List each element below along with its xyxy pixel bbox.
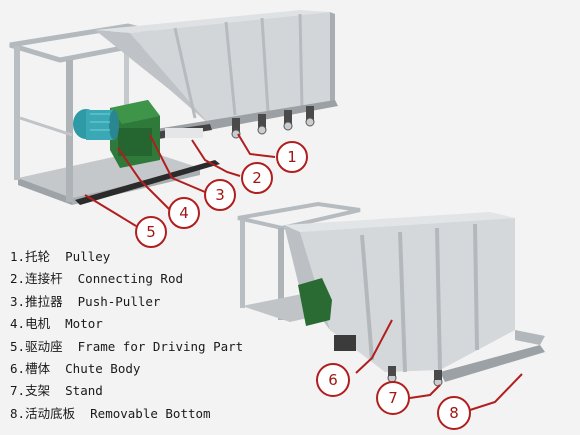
parts-legend: 1.托轮 Pulley 2.连接杆 Connecting Rod 3.推拉器 P…	[10, 246, 280, 425]
callout-2: 2	[241, 162, 273, 194]
legend-number: 1.	[10, 249, 26, 264]
callout-1: 1	[276, 141, 308, 173]
callout-4: 4	[168, 197, 200, 229]
callout-number: 3	[215, 186, 225, 204]
legend-item-drive-frame: 5.驱动座 Frame for Driving Part	[10, 336, 280, 358]
legend-number: 5.	[10, 338, 26, 354]
legend-cn: 槽体	[25, 361, 51, 377]
legend-en: Stand	[65, 383, 103, 399]
frame-post	[66, 60, 73, 202]
legend-en: Removable Bottom	[90, 405, 211, 421]
legend-item-stand: 7.支架 Stand	[10, 380, 280, 402]
callout-5: 5	[135, 216, 167, 248]
legend-number: 2.	[10, 271, 26, 287]
callout-6: 6	[316, 363, 350, 397]
callout-3: 3	[204, 179, 236, 211]
stand-post	[278, 228, 284, 320]
legend-item-chute-body: 6.槽体 Chute Body	[10, 358, 280, 380]
stand-frame-top	[237, 201, 361, 231]
upper-machine	[9, 10, 338, 205]
rail-bar	[75, 160, 220, 205]
legend-number: 8.	[10, 405, 26, 421]
legend-number: 4.	[10, 316, 26, 332]
frame-post	[124, 28, 129, 138]
stand-post	[240, 220, 245, 308]
callout-number: 1	[287, 148, 297, 166]
chute-top-rim	[95, 10, 330, 33]
callout-number: 5	[146, 223, 156, 241]
legend-cn: 支架	[25, 383, 51, 399]
legend-cn: 连接杆	[25, 271, 63, 287]
legend-number: 3.	[10, 293, 26, 309]
chute-rim	[284, 212, 515, 232]
chute-body-lower	[300, 218, 515, 372]
legend-item-removable-bottom: 8.活动底板 Removable Bottom	[10, 403, 280, 425]
legend-item-connecting-rod: 2.连接杆 Connecting Rod	[10, 268, 280, 290]
pulley-group	[231, 106, 315, 139]
legend-number: 7.	[10, 383, 26, 399]
callout-number: 4	[179, 204, 189, 222]
legend-number: 6.	[10, 361, 26, 377]
legend-en: Pulley	[65, 249, 111, 264]
callout-7: 7	[376, 381, 410, 415]
legend-cn: 推拉器	[25, 293, 63, 309]
frame-post	[14, 46, 20, 180]
lower-machine	[237, 201, 545, 387]
callout-number: 6	[328, 371, 338, 389]
callout-number: 7	[388, 389, 398, 407]
drive-frame-base	[18, 150, 200, 198]
callout-number: 2	[252, 169, 262, 187]
removable-bottom	[440, 345, 545, 382]
legend-en: Connecting Rod	[77, 271, 183, 287]
callout-leaders	[84, 133, 523, 411]
motor	[73, 109, 119, 140]
legend-cn: 托轮	[25, 249, 51, 264]
legend-en: Motor	[65, 316, 103, 332]
legend-item-push-puller: 3.推拉器 Push-Puller	[10, 291, 280, 313]
legend-cn: 驱动座	[25, 338, 63, 354]
legend-cn: 电机	[25, 316, 51, 332]
legend-cn: 活动底板	[25, 405, 76, 421]
legend-item-motor: 4.电机 Motor	[10, 313, 280, 335]
legend-en: Push-Puller	[77, 293, 161, 309]
legend-en: Frame for Driving Part	[77, 338, 244, 354]
callout-8: 8	[437, 396, 471, 430]
legend-item-pulley: 1.托轮 Pulley	[10, 246, 280, 268]
callout-number: 8	[449, 404, 459, 422]
legend-en: Chute Body	[65, 361, 141, 377]
